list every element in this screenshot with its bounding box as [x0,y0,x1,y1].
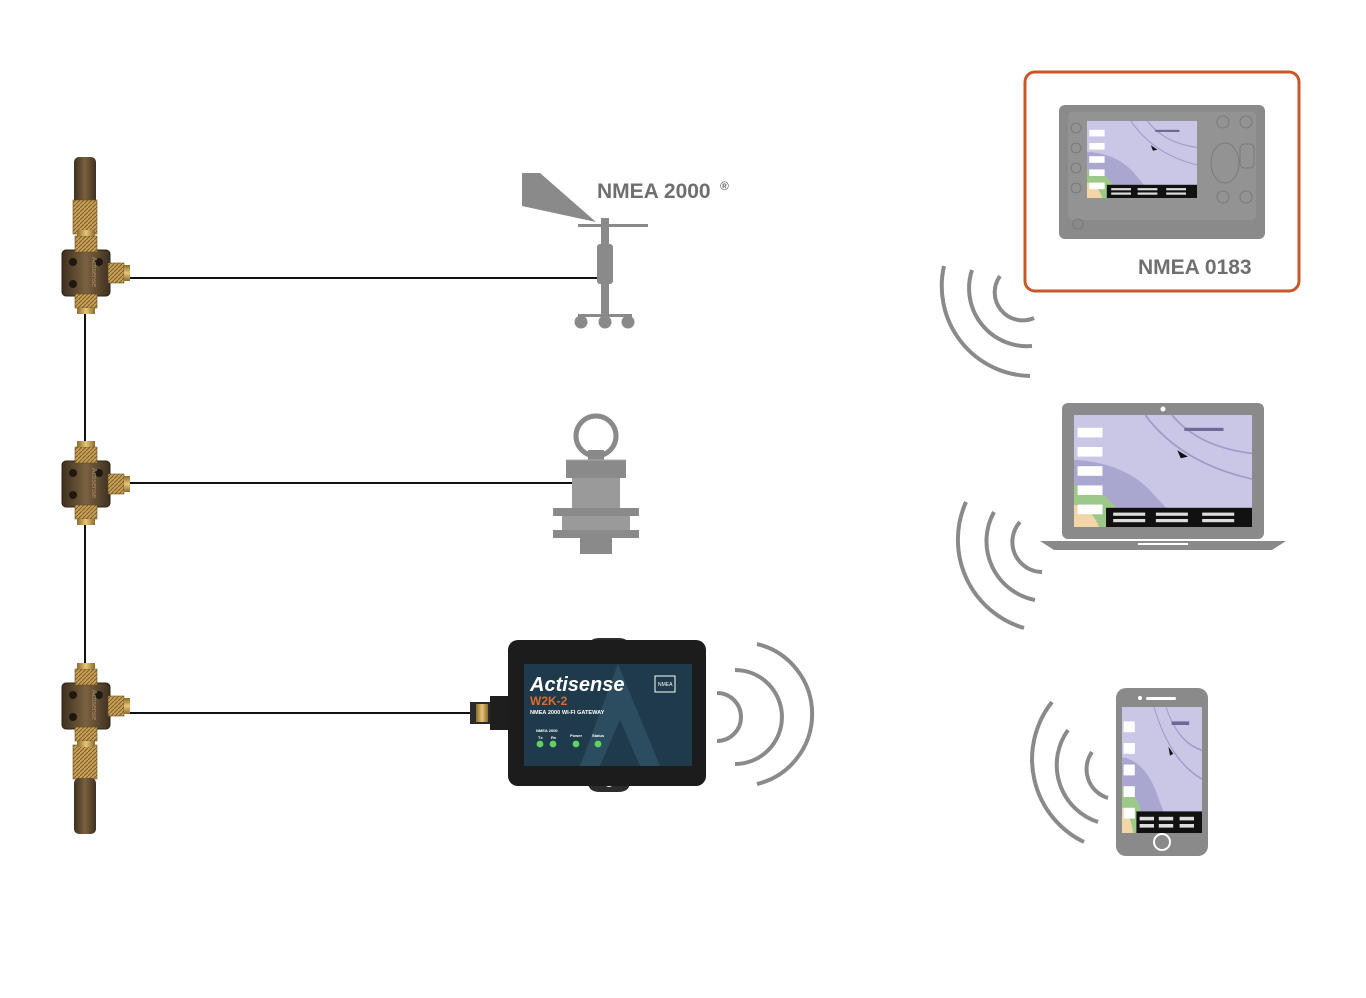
wifi-wave-icon [955,501,1043,630]
gateway-brand: Actisense [529,674,625,696]
tee-connector-icon [61,440,131,526]
nmea2000-label: NMEA 2000 [597,180,711,203]
led-power-label: Power [570,733,582,738]
w2k2-gateway: Actisense W2K-2 NMEA 2000 WI-FI GATEWAY … [470,638,706,792]
through-hull-transducer-icon [553,413,639,554]
nmea0183-label: NMEA 0183 [1138,256,1252,279]
wifi-wave-icon [1030,700,1109,844]
gateway-model: W2K-2 [530,694,568,708]
led-rx-label: Rx [551,735,557,740]
wifi-wave-icon [939,265,1035,378]
tee-connector-icon [61,662,131,748]
tee-connector-icon [61,229,131,315]
wifi-wave-icon [716,642,815,786]
nmea0183-highlight-box [1023,70,1301,293]
terminator-top [72,157,98,235]
port-label: NMEA 2000 [536,728,558,733]
smartphone-icon [1116,688,1208,856]
terminator-bottom [72,744,98,834]
chartplotter-icon [1059,105,1265,239]
nmea-logo: NMEA [658,682,673,688]
gateway-subtitle: NMEA 2000 WI-FI GATEWAY [530,710,605,716]
laptop-icon [1040,403,1286,550]
registered-mark: ® [720,179,729,193]
wind-vane-icon [522,173,648,329]
led-status-label: Status [592,733,605,738]
led-tx-label: Tx [538,735,543,740]
